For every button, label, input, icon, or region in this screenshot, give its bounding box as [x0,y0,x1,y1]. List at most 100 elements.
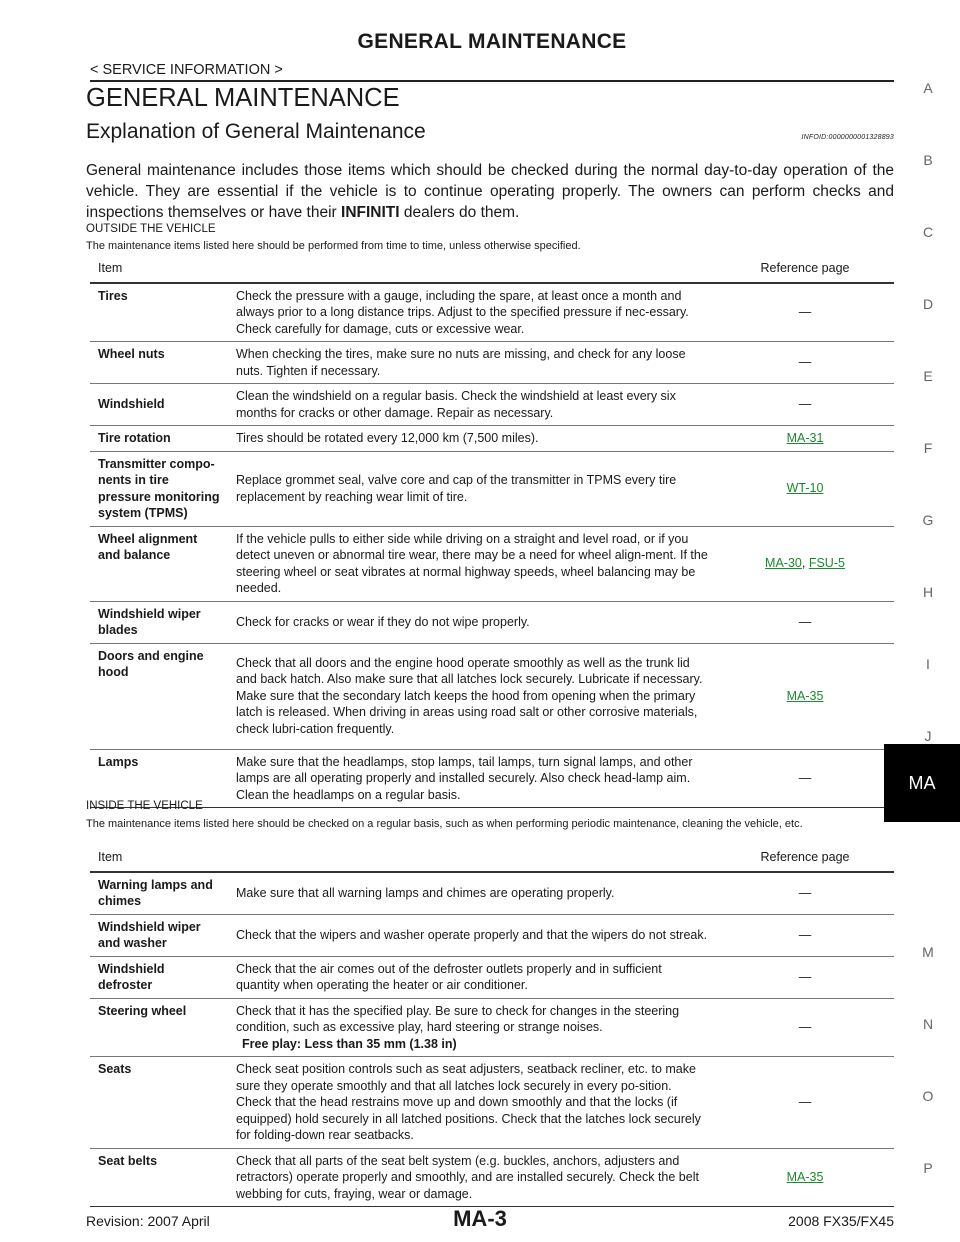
side-index-o[interactable]: O [922,1088,934,1104]
table-row: Lamps Make sure that the headlamps, stop… [90,749,894,808]
table-header-row: Item Reference page [90,846,894,872]
row-item: Windshield [98,397,165,412]
table-row: Warning lamps and chimes Make sure that … [90,872,894,914]
side-index-i[interactable]: I [926,656,930,672]
side-index-m[interactable]: M [922,944,934,960]
outside-table: Item Reference page Tires Check the pres… [90,257,894,808]
table-row: Transmitter compo-nents in tire pressure… [90,451,894,526]
row-desc-cell: Check that it has the specified play. Be… [228,998,716,1057]
free-play-spec: Free play: Less than 35 mm (1.38 in) [242,1036,457,1051]
header-subtitle: < SERVICE INFORMATION > [90,62,283,78]
row-ref: — [798,927,812,942]
outside-title: OUTSIDE THE VEHICLE [86,223,216,235]
table-row: Tires Check the pressure with a gauge, i… [90,283,894,342]
revision-text: Revision: 2007 April [86,1213,210,1229]
table-header-row: Item Reference page [90,257,894,283]
side-index-d[interactable]: D [922,296,934,312]
row-ref-cell: WT-10 [716,451,894,526]
col-ref-header: Reference page [760,850,850,864]
table-row: Windshield defroster Check that the air … [90,956,894,998]
page-number: MA-3 [453,1206,507,1231]
row-desc: Check seat position controls such as sea… [236,1062,701,1142]
intro-brand: INFINITI [341,204,400,221]
row-desc: Check that it has the specified play. Be… [236,1003,680,1035]
inside-note: The maintenance items listed here should… [86,818,803,830]
row-ref: — [798,355,812,370]
side-index-f[interactable]: F [923,440,933,456]
row-desc: Check for cracks or wear if they do not … [236,614,530,629]
ref-link-wt-10[interactable]: WT-10 [786,481,824,496]
side-index-b[interactable]: B [923,152,933,168]
row-desc: Check the pressure with a gauge, includi… [236,288,689,336]
row-ref: — [798,1095,812,1109]
row-ref: — [798,397,812,412]
intro-text-2: dealers do them. [399,204,520,221]
row-item: Doors and engine hood [98,648,204,680]
ref-link-ma-30[interactable]: MA-30 [765,556,802,571]
row-item: Steering wheel [98,1003,187,1018]
intro-paragraph: General maintenance includes those items… [86,160,894,223]
col-item-header: Item [98,850,123,864]
col-ref-header: Reference page [760,261,850,275]
row-item: Lamps [98,754,139,769]
section-heading: GENERAL MAINTENANCE [86,84,400,112]
col-item-header: Item [98,261,123,275]
row-desc: Tires should be rotated every 12,000 km … [236,431,539,445]
ref-link-ma-31[interactable]: MA-31 [786,431,824,445]
row-item: Tire rotation [98,431,171,445]
row-item: Seat belts [98,1153,158,1168]
table-row: Doors and engine hood Check that all doo… [90,643,894,749]
row-ref: — [798,1020,812,1034]
table-row: Windshield Clean the windshield on a reg… [90,384,894,426]
intro-text-1: General maintenance includes those items… [86,162,894,221]
row-item: Windshield wiper and washer [98,919,201,951]
side-index-j[interactable]: J [924,728,932,744]
side-index-e[interactable]: E [923,368,933,384]
info-id: INFOID:0000000001328893 [801,134,894,141]
row-desc: Clean the windshield on a regular basis.… [236,389,676,420]
header-title: GENERAL MAINTENANCE [357,30,627,53]
row-item: Wheel nuts [98,347,165,361]
side-index-n[interactable]: N [922,1016,934,1032]
side-index-h[interactable]: H [922,584,934,600]
table-row: Steering wheel Check that it has the spe… [90,998,894,1057]
row-desc: Check that all doors and the engine hood… [236,655,703,736]
table-row: Wheel nuts When checking the tires, make… [90,342,894,384]
side-index-c[interactable]: C [922,224,934,240]
ref-separator: , [801,556,809,571]
row-item: Windshield defroster [98,961,165,993]
ref-link-fsu-5[interactable]: FSU-5 [808,556,845,571]
row-item: Wheel alignment and balance [98,531,198,563]
row-ref: — [798,771,812,785]
side-index-a[interactable]: A [923,80,933,96]
table-row: Windshield wiper and washer Check that t… [90,914,894,956]
row-desc: Make sure that all warning lamps and chi… [236,885,615,900]
row-item: Seats [98,1062,132,1076]
outside-note: The maintenance items listed here should… [86,240,581,252]
inside-title: INSIDE THE VEHICLE [86,800,203,812]
row-ref: — [798,969,812,984]
model-text: 2008 FX35/FX45 [788,1213,894,1229]
row-ref-cell: MA-35 [716,643,894,749]
ref-link-ma-35[interactable]: MA-35 [786,1170,824,1184]
row-item: Tires [98,288,128,303]
side-index-ma-active[interactable]: MA [884,744,960,822]
row-ref: — [798,614,812,629]
table-row: Windshield wiper blades Check for cracks… [90,601,894,643]
side-index-g[interactable]: G [922,512,934,528]
table-row: Tire rotation Tires should be rotated ev… [90,426,894,452]
ref-link-ma-35[interactable]: MA-35 [786,688,824,703]
row-ref-cell: MA-30, FSU-5 [716,526,894,601]
row-item: Warning lamps and chimes [98,877,213,909]
row-desc: Replace grommet seal, valve core and cap… [236,473,677,504]
row-desc: Check that all parts of the seat belt sy… [236,1153,699,1201]
inside-table: Item Reference page Warning lamps and ch… [90,846,894,1207]
row-desc: Make sure that the headlamps, stop lamps… [236,754,693,802]
row-item: Transmitter compo-nents in tire pressure… [98,456,220,521]
row-desc: Check that the wipers and washer operate… [236,927,708,942]
header-rule [90,80,894,82]
side-index-p[interactable]: P [923,1160,933,1176]
row-ref-cell: MA-31 [716,426,894,452]
row-desc: If the vehicle pulls to either side whil… [236,531,708,596]
row-desc: When checking the tires, make sure no nu… [236,347,686,378]
